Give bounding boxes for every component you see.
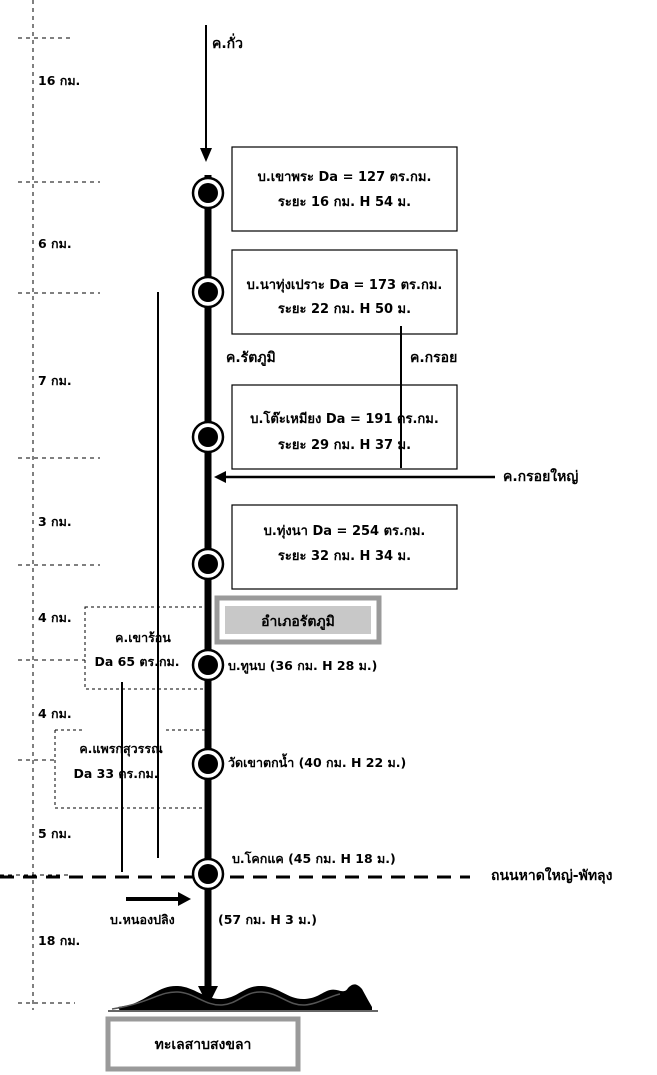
tributary-khaoron-name: ค.เขาร้อน bbox=[115, 630, 171, 645]
inflow-arrow-head bbox=[200, 148, 212, 162]
station-line1: บ.ทุ่งนา Da = 254 ตร.กม. bbox=[264, 524, 426, 539]
lake-label: ทะเลสาบสงขลา bbox=[155, 1037, 252, 1053]
tributary-khaoron-area: Da 65 ตร.กม. bbox=[94, 654, 179, 669]
station-node bbox=[191, 747, 225, 781]
station-box: บ.ทุ่งนา Da = 254 ตร.กม. ระยะ 32 กม. H 3… bbox=[231, 504, 458, 590]
station-box: บ.โต๊ะเหมียง Da = 191 ตร.กม. ระยะ 29 กม.… bbox=[231, 384, 458, 470]
distance-label: 4 กม. bbox=[38, 610, 72, 625]
main-river-arrow-head bbox=[198, 986, 218, 1006]
lake-box bbox=[105, 1016, 301, 1072]
tributary-phraek-name: ค.แพรกสุวรรณ bbox=[79, 741, 163, 757]
tributary-phraek-area: Da 33 ตร.กม. bbox=[73, 766, 158, 781]
krooi-yai-arrow-head bbox=[214, 471, 226, 483]
station-line2: ระยะ 22 กม. H 50 ม. bbox=[278, 302, 411, 317]
station-line2: ระยะ 29 กม. H 37 ม. bbox=[278, 438, 411, 453]
station-line1: บ.นาทุ่งเปราะ Da = 173 ตร.กม. bbox=[247, 278, 443, 293]
distance-label: 18 กม. bbox=[38, 933, 80, 948]
point-label-toonbop: บ.ทูนบ (36 กม. H 28 ม.) bbox=[228, 658, 377, 674]
station-node bbox=[191, 275, 225, 309]
station-node bbox=[191, 547, 225, 581]
point-label-nongpling: บ.หนองปลิง bbox=[110, 912, 175, 927]
station-line1: บ.โต๊ะเหมียง Da = 191 ตร.กม. bbox=[250, 410, 439, 427]
distance-labels: 16 กม. 6 กม. 7 กม. 3 กม. 4 กม. 4 กม. 5 ก… bbox=[38, 73, 80, 948]
station-line2: ระยะ 16 กม. H 54 ม. bbox=[278, 195, 411, 210]
station-node bbox=[191, 648, 225, 682]
distance-label: 6 กม. bbox=[38, 236, 72, 251]
distance-scale bbox=[0, 0, 100, 1010]
river-label-krooi: ค.กรอย bbox=[410, 350, 457, 366]
distance-label: 3 กม. bbox=[38, 514, 72, 529]
tributary-khaoron-box bbox=[84, 606, 206, 690]
point-label-khoknae: บ.โคกแค (45 กม. H 18 ม.) bbox=[232, 851, 396, 866]
river-label-top: ค.กั่ว bbox=[212, 33, 243, 52]
station-line1: บ.เขาพระ Da = 127 ตร.กม. bbox=[258, 170, 432, 185]
station-box: บ.นาทุ่งเปราะ Da = 173 ตร.กม. ระยะ 22 กม… bbox=[231, 249, 458, 335]
station-node bbox=[191, 176, 225, 210]
nongpling-arrow-head bbox=[178, 892, 191, 906]
station-node bbox=[191, 857, 225, 891]
distance-label: 16 กม. bbox=[38, 73, 80, 88]
road-label: ถนนหาดใหญ่-พัทลุง bbox=[491, 866, 613, 884]
station-node bbox=[191, 420, 225, 454]
district-label: อำเภอรัตภูมิ bbox=[261, 614, 335, 630]
river-label-main: ค.รัตภูมิ bbox=[226, 350, 276, 366]
distance-label: 4 กม. bbox=[38, 706, 72, 721]
station-line2: ระยะ 32 กม. H 34 ม. bbox=[278, 549, 411, 564]
district-box-inner bbox=[225, 606, 371, 634]
point-label-nongpling-detail: (57 กม. H 3 ม.) bbox=[218, 912, 317, 927]
station-box: บ.เขาพระ Da = 127 ตร.กม. ระยะ 16 กม. H 5… bbox=[231, 146, 458, 232]
distance-label: 7 กม. bbox=[38, 373, 72, 388]
river-label-krooi-yai: ค.กรอยใหญ่ bbox=[503, 467, 578, 485]
lake-shoreline bbox=[108, 984, 378, 1012]
point-label-wat: วัดเขาตกน้ำ (40 กม. H 22 ม.) bbox=[228, 753, 406, 770]
distance-label: 5 กม. bbox=[38, 826, 72, 841]
